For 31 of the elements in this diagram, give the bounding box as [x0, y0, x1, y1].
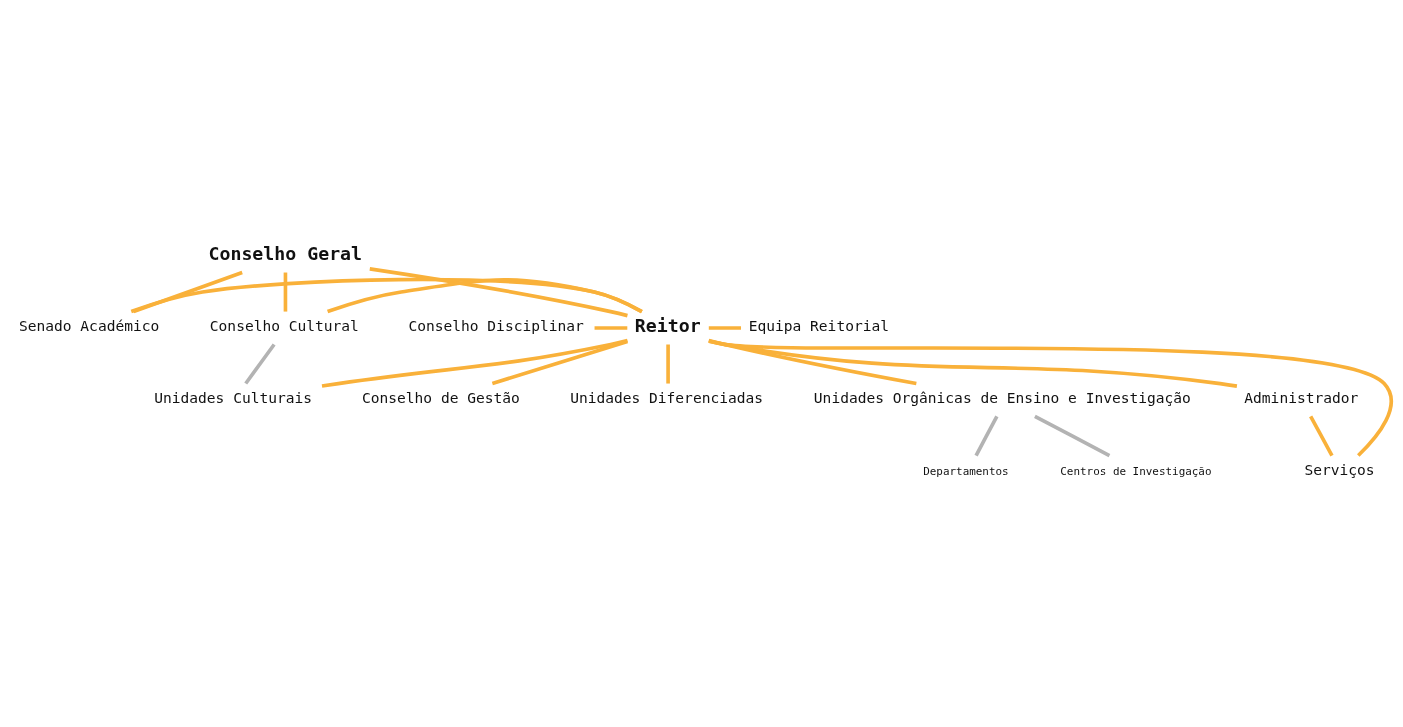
connector — [244, 342, 276, 385]
connector — [327, 277, 643, 313]
node-text: Unidades Diferenciadas — [570, 388, 764, 406]
node-text: Reitor — [634, 314, 701, 336]
node-text: Conselho Cultural — [209, 316, 359, 334]
connector — [708, 338, 1393, 457]
connector — [369, 266, 628, 317]
connector — [594, 325, 628, 330]
connector — [1309, 415, 1334, 456]
node-text: Conselho Geral — [208, 242, 363, 264]
connector — [1034, 414, 1111, 457]
node-text: Administrador — [1244, 388, 1359, 406]
connector — [491, 339, 628, 385]
connector — [666, 344, 670, 384]
node-text: Equipa Reitorial — [748, 316, 889, 334]
node-text: Departamentos — [923, 464, 1009, 478]
connector — [283, 272, 288, 312]
node-text: Unidades Culturais — [154, 388, 313, 406]
node-text: Conselho de Gestão — [361, 388, 520, 406]
connector — [708, 338, 1238, 388]
connector — [708, 338, 917, 385]
connector — [133, 270, 243, 313]
connector — [321, 338, 628, 388]
node-text: Unidades Orgânicas de Ensino e Investigação — [813, 388, 1191, 406]
node-text: Serviços — [1304, 460, 1375, 478]
node-text: Centros de Investigação — [1060, 464, 1212, 478]
connector — [708, 325, 741, 330]
node-text: Conselho Disciplinar — [408, 316, 584, 334]
connector — [130, 277, 643, 313]
connector — [974, 415, 999, 456]
node-text: Senado Académico — [18, 316, 160, 334]
